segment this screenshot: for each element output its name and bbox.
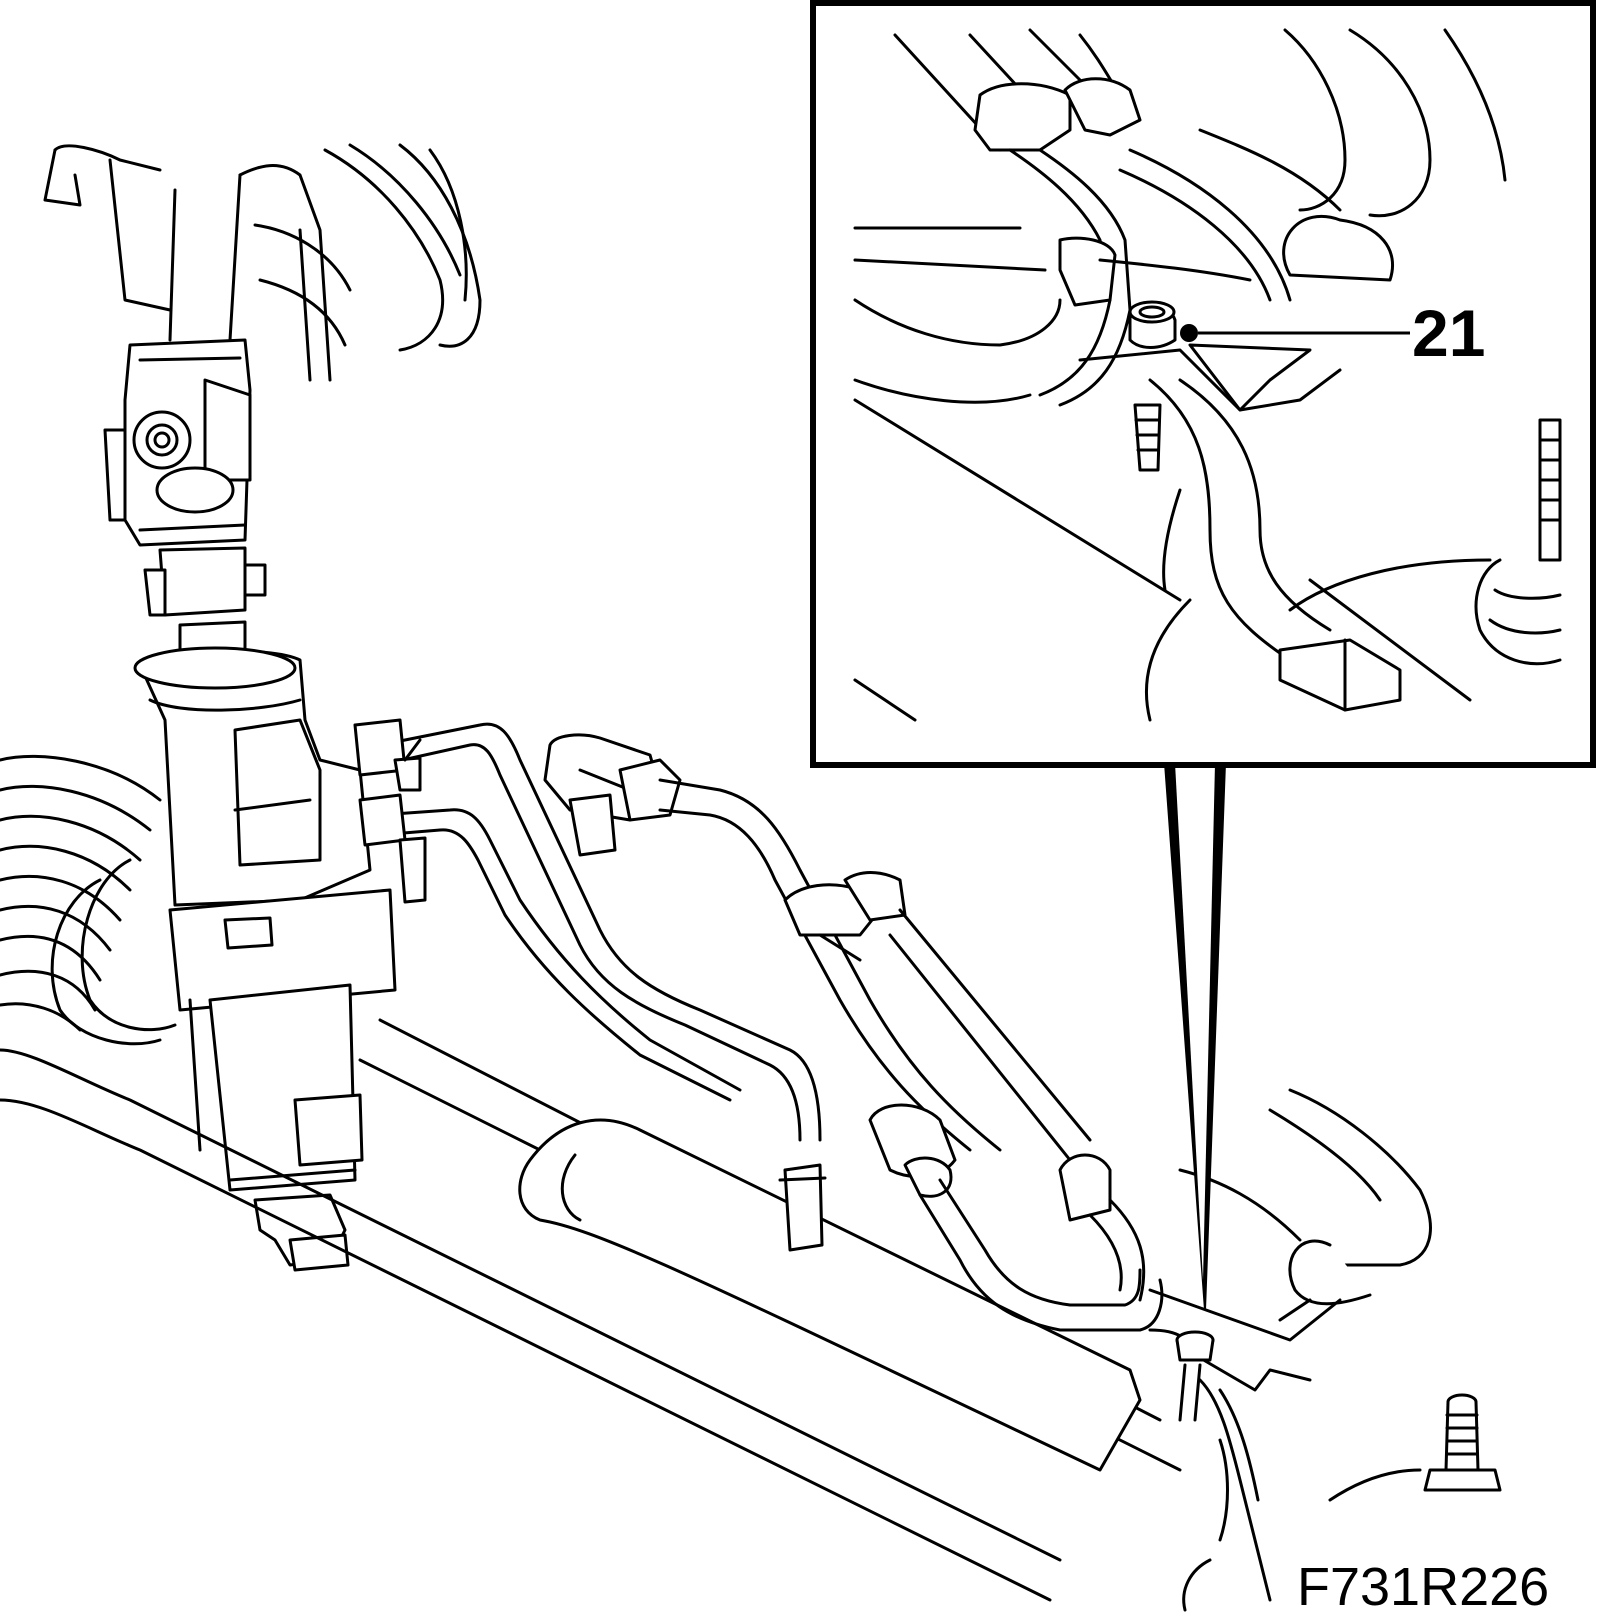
rack-bellows — [0, 754, 177, 1046]
fluid-pipes — [378, 722, 1164, 1332]
threaded-stud — [1423, 1393, 1502, 1492]
mounting-bolt — [1175, 1330, 1215, 1422]
callout-dot — [1180, 324, 1198, 342]
rack-tube — [0, 1018, 1182, 1602]
main-view — [0, 143, 1502, 1612]
steering-column — [43, 143, 482, 664]
inset-frame — [810, 0, 1596, 768]
callout-number: 21 — [1412, 296, 1485, 370]
detail-inset: 21 — [810, 0, 1596, 768]
pipe-fittings — [353, 718, 617, 904]
valve-housing — [133, 646, 397, 1272]
figure-code: F731R226 — [1297, 1557, 1549, 1617]
inset-drawing — [853, 28, 1562, 722]
